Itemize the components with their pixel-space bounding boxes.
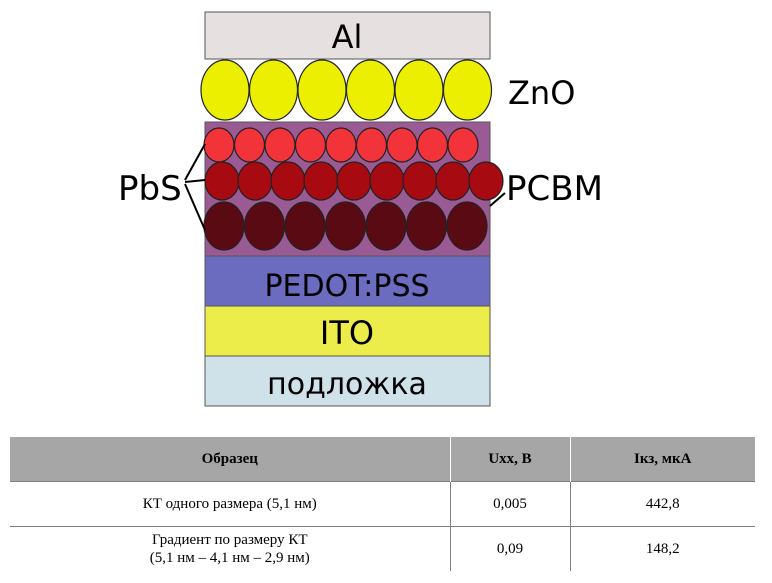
pbs-label: PbS [118,169,182,209]
substrate-label: подложка [267,367,427,402]
cell-isc: 442,8 [569,481,755,527]
header-isc: Iкз, мкА [569,437,755,482]
ito-layer [204,305,491,357]
cell-voc: 0,09 [449,526,570,571]
al-label: Al [332,18,363,56]
zno-particle [394,59,444,121]
cell-sample-line: КТ одного размера (5,1 нм) [142,496,317,512]
header-voc: Uхх, В [449,437,570,482]
cell-sample-line: (5,1 нм – 4,1 нм – 2,9 нм) [149,550,310,566]
pbs-dot-small [264,127,296,163]
pbs-dot-medium [204,161,240,201]
pbs-dot-large [405,201,448,251]
device-structure-diagram: Al ZnO PbS PCBM PEDOT:PSS ITO подложка [118,11,603,407]
header-sample: Образец [10,437,450,482]
pedot-label: PEDOT:PSS [264,269,429,304]
table-row: КТ одного размера (5,1 нм) 0,005 442,8 [10,481,755,527]
pbs-dot-small [325,127,357,163]
cell-voc: 0,005 [449,481,570,527]
pbs-dot-small [294,127,327,163]
zno-particle [200,59,250,121]
zno-particle [248,59,299,121]
ito-label: ITO [320,314,374,352]
pbs-dot-large [243,201,286,251]
zno-layer [200,59,493,121]
pbs-dot-large [324,201,367,251]
cell-sample: КТ одного размера (5,1 нм) [10,481,450,527]
al-layer [204,11,491,60]
results-table-container: Образец Uхх, В Iкз, мкА КТ одного размер… [10,437,755,571]
substrate-layer [204,355,491,407]
pbs-dot-large [203,201,245,251]
pbs-dot-large [284,201,326,251]
zno-label: ZnO [508,74,575,112]
zno-particle [345,59,396,121]
pbs-dot-medium [468,161,504,201]
pcbm-label: PCBM [506,169,603,209]
pbs-dot-medium [336,161,372,201]
pbs-pointer-lines [184,143,206,231]
cell-sample-line: Градиент по размеру КТ [151,532,308,548]
zno-particle [442,59,493,121]
pbs-dot-medium [369,161,405,201]
zno-particle [297,59,347,121]
pbs-dot-medium [237,161,273,201]
pbs-quantum-dots [203,127,504,251]
pbs-dot-large [446,201,488,251]
results-table: Образец Uхх, В Iкз, мкА КТ одного размер… [10,437,755,571]
pbs-dot-medium [435,161,471,201]
cell-isc: 148,2 [569,526,755,571]
pbs-dot-medium [402,161,438,201]
pcbm-pointer-line [489,192,506,207]
pbs-dot-small [447,127,479,163]
pbs-dot-small [233,127,266,163]
table-row: Градиент по размеру КТ (5,1 нм – 4,1 нм … [10,526,755,571]
pbs-dot-medium [303,161,339,201]
pbs-dot-medium [270,161,306,201]
table-header-row: Образец Uхх, В Iкз, мкА [10,437,755,482]
pbs-dot-small [203,127,235,163]
pbs-dot-small [355,127,388,163]
cell-sample: Градиент по размеру КТ (5,1 нм – 4,1 нм … [10,526,450,571]
pbs-dot-small [386,127,418,163]
pbs-dot-small [416,127,449,163]
pbs-dot-large [365,201,407,251]
